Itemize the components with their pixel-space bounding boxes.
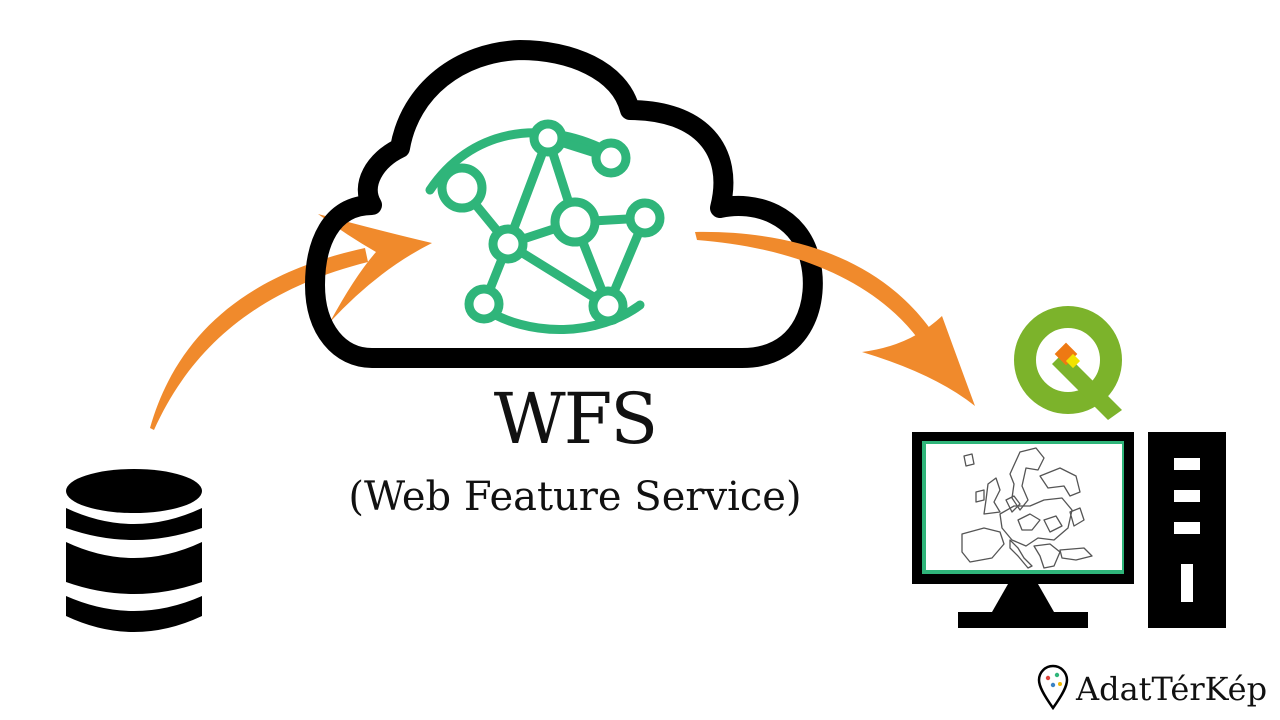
network-graph-icon [425, 119, 665, 334]
brand-logo: AdatTérKép [1042, 666, 1267, 712]
arrow-right-icon [695, 231, 975, 406]
pc-tower-icon [1148, 432, 1226, 628]
europe-map-icon [961, 447, 1093, 569]
database-icon [66, 469, 202, 632]
cloud-icon [305, 40, 823, 368]
brand-name: AdatTérKép [1076, 670, 1268, 708]
qgis-logo-icon [1014, 306, 1122, 420]
service-title: WFS [493, 378, 658, 460]
service-subtitle: (Web Feature Service) [348, 474, 802, 520]
arrow-right-icon [150, 214, 432, 430]
map-pin-icon [1037, 664, 1069, 711]
computer-monitor-icon [912, 432, 1134, 628]
